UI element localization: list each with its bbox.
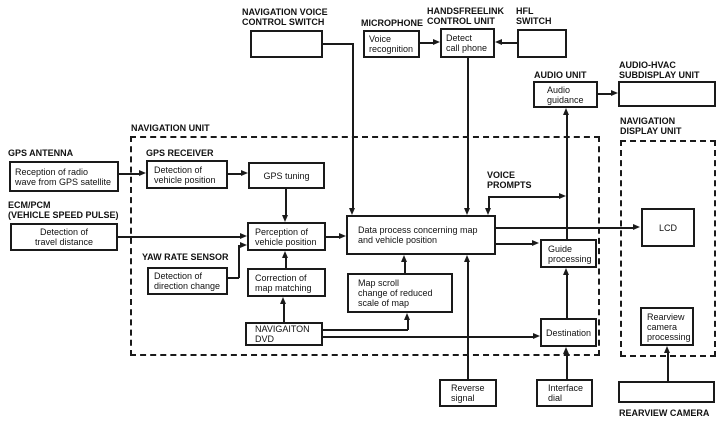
connector-dvd-to-destination — [323, 336, 534, 338]
connector-interface-dial-to-destination — [566, 353, 568, 379]
navigation-display-unit-label: NAVIGATION DISPLAY UNIT — [620, 116, 682, 136]
nav-voice-control-switch-label: NAVIGATION VOICE CONTROL SWITCH — [242, 7, 328, 27]
navigation-unit-frame — [130, 136, 600, 356]
navigation-dvd-box: NAVIGAITON DVD — [245, 322, 323, 346]
connector-map-scroll-to-data-process — [404, 261, 406, 273]
connector-dvd-to-map-scroll — [407, 319, 409, 330]
connector-voice-switch-to-data-process — [352, 43, 354, 208]
navigation-unit-label: NAVIGATION UNIT — [131, 123, 210, 133]
audio-guidance-box: Audio guidance — [533, 81, 598, 108]
connector-direction-change-to-perception — [238, 245, 240, 278]
arrowhead — [533, 333, 540, 339]
rearview-camera-box — [618, 381, 715, 403]
arrowhead — [563, 347, 569, 354]
gps-receiver-label: GPS RECEIVER — [146, 148, 214, 158]
hfl-switch-label: HFL SWITCH — [516, 6, 552, 26]
connector-destination-to-guide — [566, 274, 568, 318]
perception-of-vehicle-position-box: Perception of vehicle position — [247, 222, 326, 251]
connector-data-process-to-guide — [496, 243, 533, 245]
arrowhead — [139, 170, 146, 176]
guide-processing-box: Guide processing — [540, 239, 597, 268]
arrowhead — [401, 255, 407, 262]
connector-camera-to-rearview-processing — [667, 352, 669, 381]
audio-hvac-subdisplay-box — [618, 81, 716, 107]
yaw-rate-sensor-label: YAW RATE SENSOR — [142, 252, 229, 262]
connector-hfl-switch-to-handsfreelink — [502, 42, 517, 44]
arrowhead — [241, 170, 248, 176]
connector-dvd-to-map-matching — [283, 303, 285, 322]
arrowhead — [433, 39, 440, 45]
arrowhead — [464, 208, 470, 215]
rearview-camera-label: REARVIEW CAMERA — [619, 408, 710, 418]
connector-gps-tuning-to-perception — [285, 189, 287, 215]
arrowhead — [282, 215, 288, 222]
arrowhead — [339, 233, 346, 239]
connector-audio-guidance-to-subdisplay — [598, 93, 612, 95]
connector-map-matching-to-perception — [285, 257, 287, 268]
microphone-label: MICROPHONE — [361, 18, 424, 28]
yaw-rate-sensor-box: Detection of direction change — [147, 267, 228, 295]
connector-dvd-to-map-scroll — [323, 329, 408, 331]
connector-receiver-to-gps-tuning — [228, 173, 242, 175]
arrowhead — [464, 255, 470, 262]
ecm-pcm-box: Detection of travel distance — [10, 223, 118, 251]
connector-microphone-to-handsfreelink — [420, 42, 434, 44]
rearview-camera-processing-box: Rearview camera processing — [640, 307, 694, 346]
voice-recognition-box: Voice recognition — [363, 30, 420, 58]
arrowhead — [611, 90, 618, 96]
connector-travel-distance-to-perception — [118, 236, 241, 238]
map-scroll-box: Map scroll change of reduced scale of ma… — [347, 273, 453, 313]
arrowhead — [532, 240, 539, 246]
arrowhead — [349, 208, 355, 215]
arrowhead — [485, 208, 491, 215]
arrowhead — [495, 39, 502, 45]
arrowhead — [563, 268, 569, 275]
arrowhead — [404, 313, 410, 320]
voice-prompts-label: VOICE PROMPTS — [487, 170, 532, 190]
connector-data-process-to-lcd — [496, 227, 634, 229]
connector-direction-change-to-perception — [228, 277, 239, 279]
arrowhead — [559, 193, 566, 199]
lcd-box: LCD — [641, 208, 695, 247]
connector-reverse-signal-to-data-process — [467, 261, 469, 379]
connector-voice-switch-to-data-process — [323, 43, 353, 45]
arrowhead — [633, 224, 640, 230]
connector-voice-prompts — [488, 196, 560, 198]
gps-receiver-box: Detection of vehicle position — [146, 160, 228, 189]
connector-voice-prompts — [488, 197, 490, 208]
data-process-box: Data process concerning map and vehicle … — [346, 215, 496, 255]
connector-perception-to-data-process — [326, 236, 340, 238]
hfl-switch-box — [517, 29, 567, 58]
ecm-pcm-label: ECM/PCM (VEHICLE SPEED PULSE) — [8, 200, 119, 220]
arrowhead — [282, 251, 288, 258]
audio-hvac-subdisplay-label: AUDIO-HVAC SUBDISPLAY UNIT — [619, 60, 700, 80]
connector-gps-antenna-to-receiver — [119, 173, 140, 175]
connector-detect-call-phone-to-data-process — [467, 58, 469, 208]
arrowhead — [240, 242, 247, 248]
arrowhead — [240, 233, 247, 239]
handsfreelink-control-unit-label: HANDSFREELINK CONTROL UNIT — [427, 6, 505, 26]
interface-dial-box: Interface dial — [536, 379, 593, 407]
reverse-signal-box: Reverse signal — [439, 379, 497, 407]
arrowhead — [664, 346, 670, 353]
arrowhead — [280, 297, 286, 304]
destination-box: Destination — [540, 318, 597, 347]
audio-unit-label: AUDIO UNIT — [534, 70, 587, 80]
gps-tuning-box: GPS tuning — [248, 162, 325, 189]
navigation-voice-control-switch-box — [250, 30, 323, 58]
gps-antenna-box: Reception of radio wave from GPS satelli… — [9, 161, 119, 192]
arrowhead — [563, 108, 569, 115]
correction-of-map-matching-box: Correction of map matching — [247, 268, 326, 297]
connector-guide-to-audio-guidance — [566, 114, 568, 239]
gps-antenna-label: GPS ANTENNA — [8, 148, 74, 158]
detect-call-phone-box: Detect call phone — [440, 28, 495, 58]
